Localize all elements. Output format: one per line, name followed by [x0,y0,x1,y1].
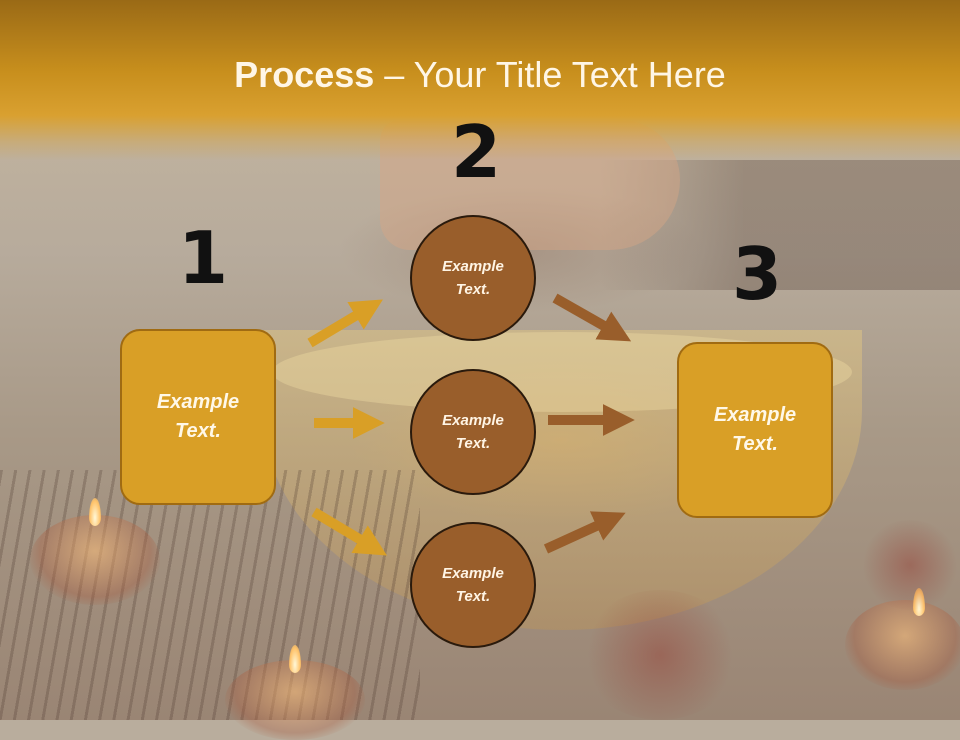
title-bold: Process [234,54,375,95]
arrow-up-left [307,299,383,348]
title-band [0,0,960,160]
circle-middle: Example Text. [410,369,536,495]
circle-top-text: Example Text. [442,258,504,298]
flame-right [913,588,925,616]
arrow-down-right [552,293,632,342]
title-rest: – Your Title Text Here [374,54,726,95]
step-number-1: 1 [178,216,229,300]
background-shade [600,160,960,290]
step-box-1-text: Example Text. [156,391,240,442]
step-box-3: Example Text. [677,342,833,518]
flame-bottom [289,645,301,673]
arrows-layer [307,293,635,556]
circle-bottom: Example Text. [410,522,536,648]
arrow-up-right [543,511,626,554]
step-number-3: 3 [732,232,783,316]
candle-right [845,600,960,690]
step-box-1: Example Text. [120,329,276,505]
slide-title: Process – Your Title Text Here [0,54,960,96]
step-box-3-text: Example Text. [713,404,797,455]
flame-left [89,498,101,526]
rose-petals [580,590,740,720]
circle-bottom-text: Example Text. [442,565,504,605]
circle-top: Example Text. [410,215,536,341]
circle-middle-text: Example Text. [442,412,504,452]
step-number-2: 2 [451,110,502,194]
rose-petals-right [860,520,960,610]
candle-left [30,515,160,605]
arrow-down-left [311,507,387,556]
